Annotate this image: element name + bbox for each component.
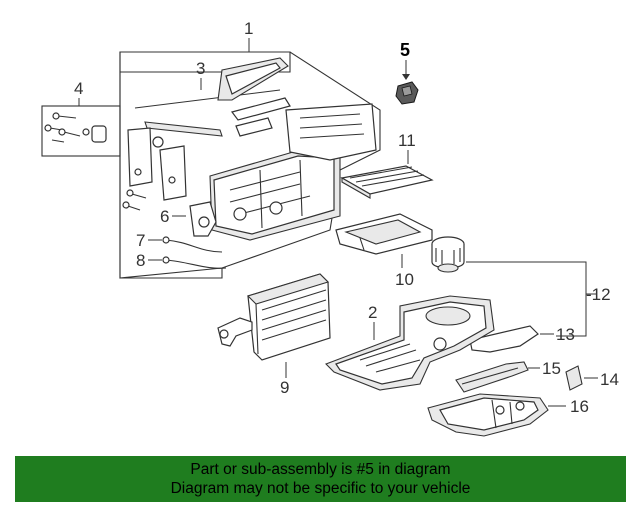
callout-7: 7	[136, 231, 145, 250]
callout-12: -12	[586, 285, 611, 304]
part-16-lower-duct	[427, 393, 549, 437]
banner-line-2: Diagram may not be specific to your vehi…	[170, 480, 471, 497]
info-banner: Part or sub-assembly is #5 in diagram Di…	[15, 456, 626, 502]
part-5-resistor	[395, 81, 419, 105]
parts-diagram: 1 3 4	[41, 19, 619, 437]
part-10-filter-housing	[335, 213, 433, 255]
part-8-end	[162, 256, 170, 264]
callout-6: 6	[160, 207, 169, 226]
callout-9: 9	[280, 378, 289, 397]
leader-12	[466, 261, 596, 337]
part-7-end	[162, 236, 170, 244]
callout-1: 1	[244, 19, 253, 38]
part-7-cable	[165, 239, 223, 253]
part-4-box	[41, 105, 121, 157]
callout-11: 11	[398, 131, 416, 150]
part-11-filter	[340, 165, 434, 199]
part-1-screws	[122, 189, 147, 211]
part-3-ducts	[144, 57, 291, 137]
callout-13: 13	[556, 325, 575, 344]
banner-line-1: Part or sub-assembly is #5 in diagram	[190, 461, 451, 478]
leader-3	[134, 78, 281, 109]
part-14-bracket	[565, 365, 583, 391]
part-9-evaporator	[217, 273, 331, 361]
part-15-duct	[455, 361, 529, 393]
part-13-gasket	[469, 325, 539, 353]
callout-15: 15	[542, 359, 561, 378]
callout-16: 16	[570, 397, 589, 416]
part-1-doors	[127, 127, 187, 201]
part-2-lower-case	[325, 295, 495, 391]
part-4-fasteners	[44, 112, 107, 143]
part-1-housing	[209, 103, 377, 241]
callout-8: 8	[136, 251, 145, 270]
callout-14: 14	[600, 370, 619, 389]
callout-4: 4	[74, 79, 83, 98]
leader-5-arrow	[402, 74, 410, 80]
part-6-hub	[198, 216, 210, 228]
part-15-duct-line	[461, 367, 519, 385]
part-8-cable	[165, 259, 227, 269]
callout-5: 5	[400, 40, 410, 60]
callout-10: 10	[395, 270, 414, 289]
callout-3: 3	[196, 59, 205, 78]
callout-2: 2	[368, 303, 377, 322]
part-12-blower-motor	[431, 236, 465, 273]
